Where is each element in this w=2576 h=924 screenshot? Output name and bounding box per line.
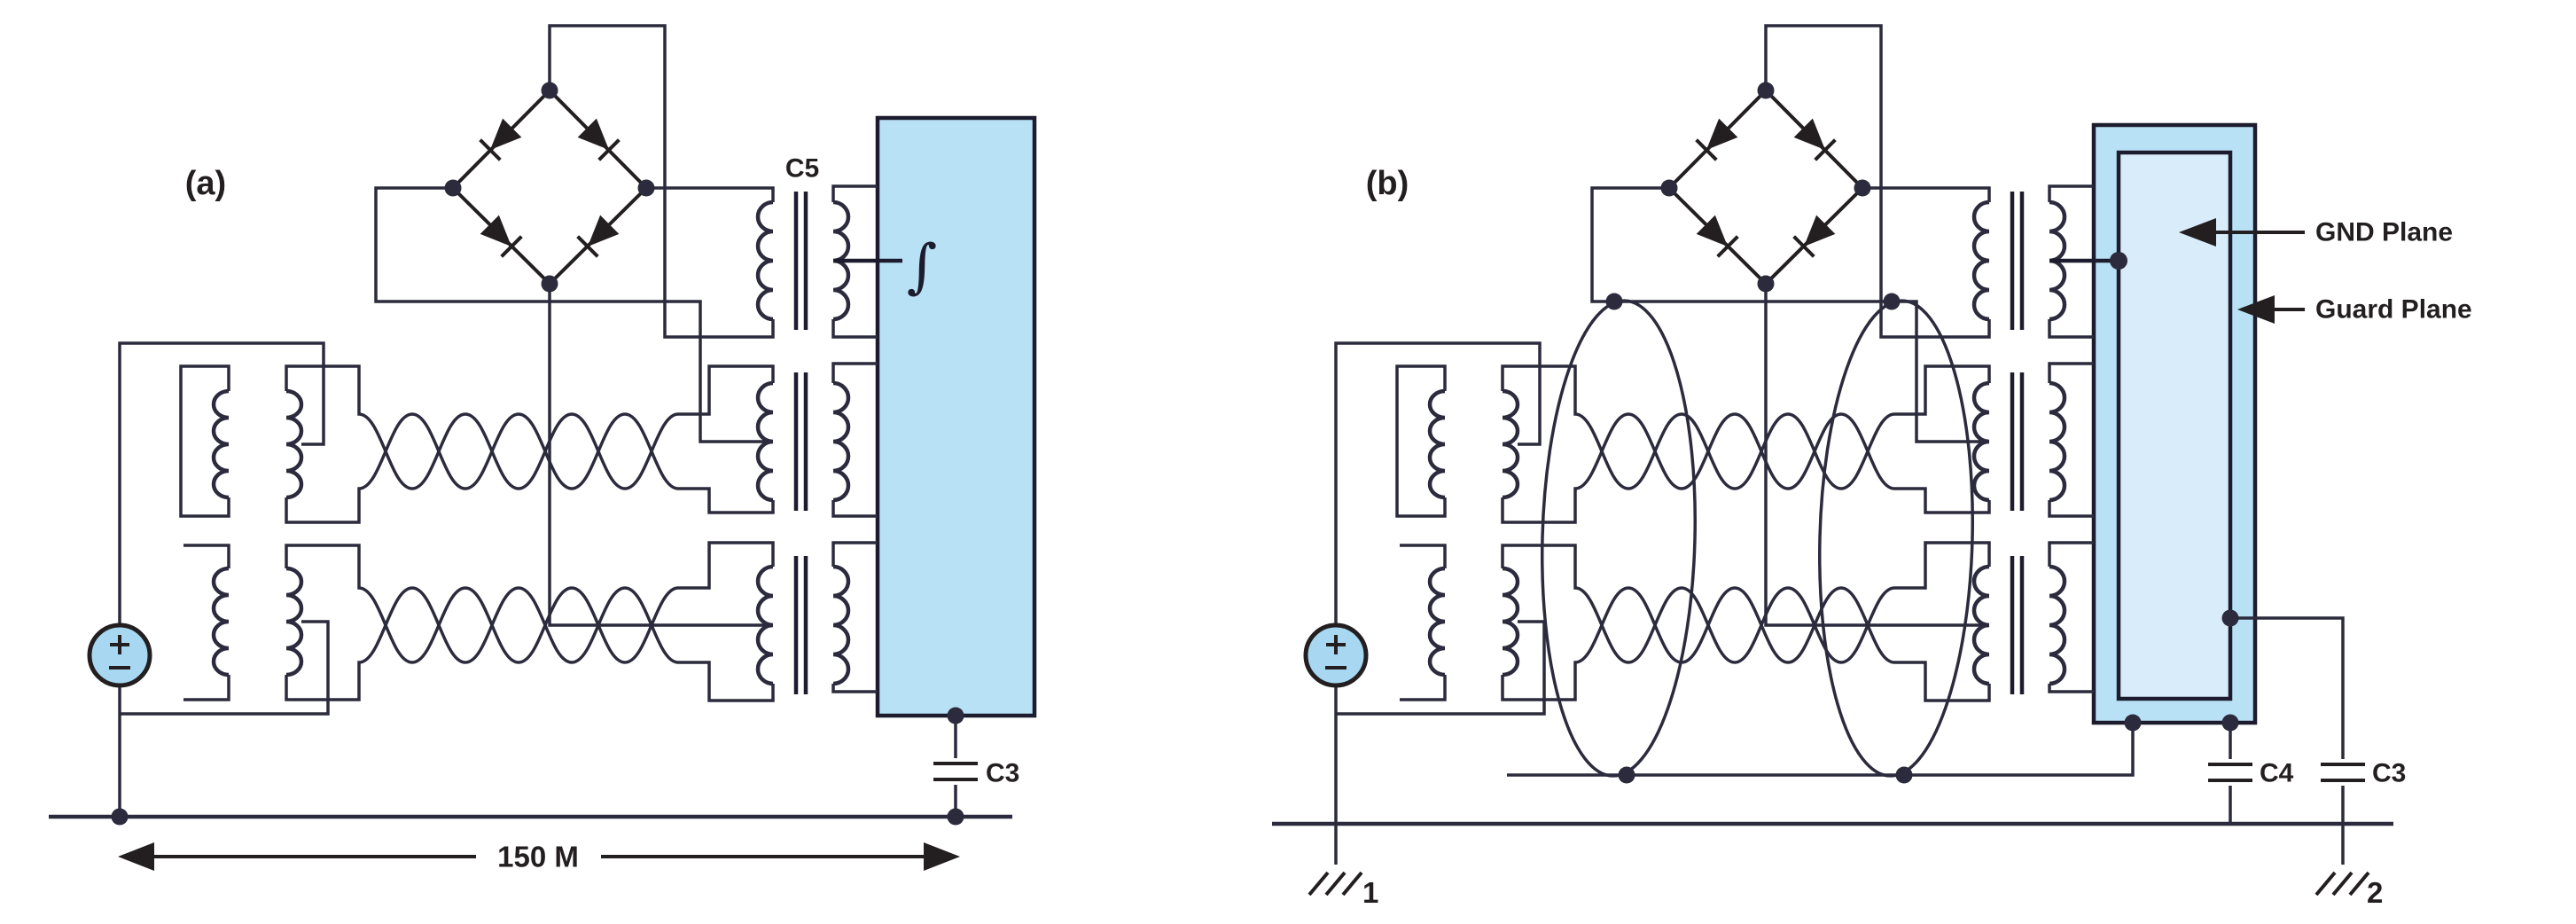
junction-dot [1895, 766, 1913, 784]
capacitor-plates [933, 762, 978, 781]
arrow-left-icon [2179, 218, 2216, 247]
cap-label: C3 [2372, 759, 2406, 788]
arrow-right-icon [924, 842, 960, 871]
junction-dot [1883, 293, 1901, 310]
shield-ellipse [1817, 299, 1975, 778]
ground-2-label: 2 [2367, 876, 2383, 909]
junction-dot [111, 808, 129, 826]
capacitor-plates [2208, 763, 2252, 782]
earth-ground-icon [2314, 871, 2370, 897]
parasitic-cap-label: C5 [785, 154, 819, 184]
distance-annotation: 150 M [118, 841, 960, 873]
shield-ellipse [1540, 299, 1698, 778]
panel-b: (b) C4 C3 [1272, 26, 2472, 909]
junction-dot [2221, 609, 2239, 627]
cap-label: C3 [986, 759, 1019, 788]
circuit-common [90, 26, 902, 817]
arrow-left-icon [118, 842, 154, 871]
ground-1-label: 1 [1362, 876, 1378, 909]
gnd-plane-label: GND Plane [2315, 218, 2453, 247]
guard-plane-label: Guard Plane [2315, 295, 2472, 325]
wire-shield-bond [1507, 723, 2135, 777]
capacitor-c3-a: C3 [933, 707, 1019, 826]
gnd-plane-callout: GND Plane [2179, 218, 2453, 247]
panel-a: (a) C5 ∫ C3 150 M [49, 26, 1037, 873]
junction-dot [1618, 766, 1635, 784]
panel-label: (a) [185, 165, 226, 202]
panel-label: (b) [1366, 165, 1409, 202]
capacitor-c4: C4 [2208, 714, 2294, 824]
junction-dot [1605, 293, 1623, 310]
capacitor-plates [2321, 763, 2365, 782]
integrator-icon: ∫ [907, 232, 937, 301]
cable-shield [1507, 293, 2142, 784]
arrow-left-icon [2237, 295, 2275, 324]
earth-ground-icon [1308, 871, 1363, 897]
receiver-board-box [875, 115, 1037, 718]
cap-label: C4 [2260, 759, 2294, 788]
guard-plane-callout: Guard Plane [2237, 295, 2472, 325]
junction-dot [2221, 714, 2239, 732]
junction-dot [2124, 714, 2142, 732]
junction-dot [2110, 252, 2127, 270]
distance-label: 150 M [497, 841, 579, 873]
circuit-common [1306, 26, 2119, 817]
capacitor-c3-b: C3 [2221, 609, 2406, 865]
junction-dot [947, 707, 964, 724]
